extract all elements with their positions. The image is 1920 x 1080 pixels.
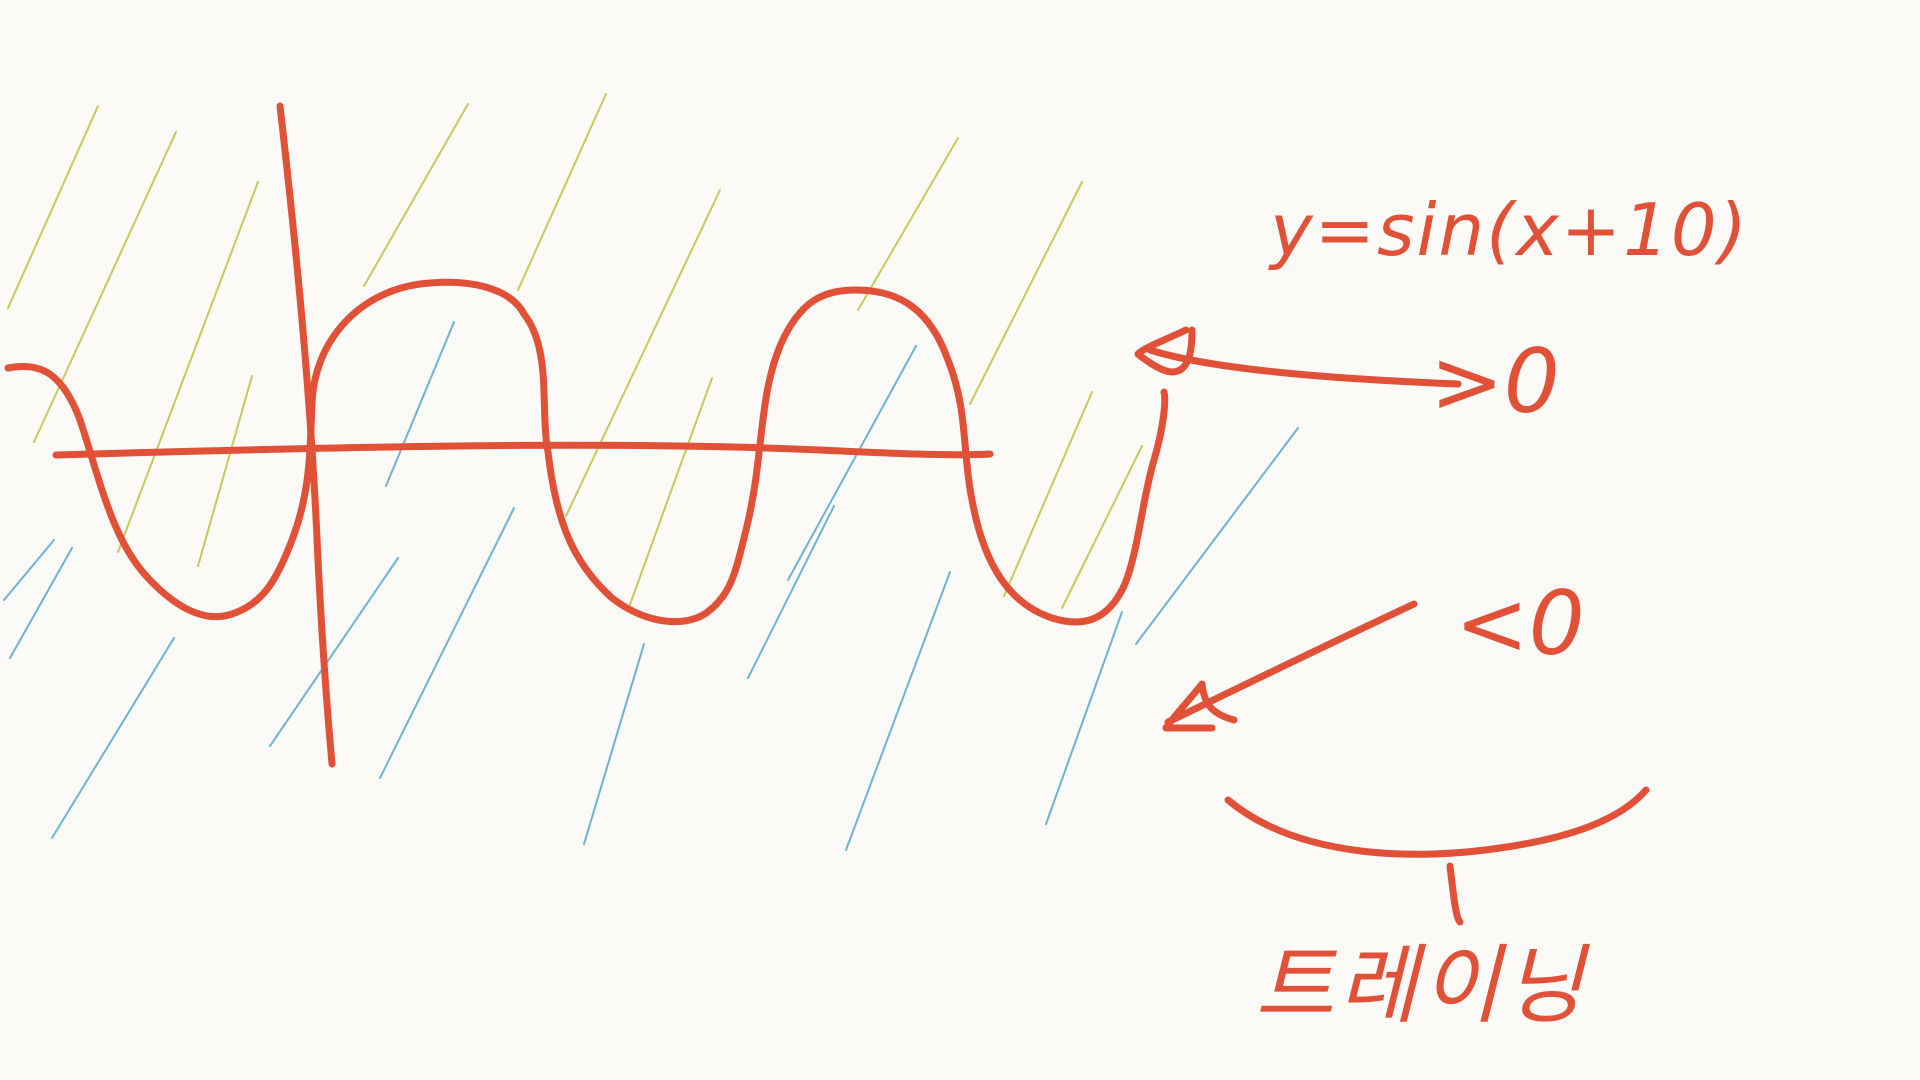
yellow-hatch-line xyxy=(627,377,713,611)
korean-note-label: 트레이닝 xyxy=(1255,936,1588,1036)
yellow-hatch-line xyxy=(565,189,721,517)
arrow-positive-head xyxy=(1134,326,1196,376)
blue-hatch-line xyxy=(1135,427,1299,645)
brace-connector xyxy=(1446,862,1464,926)
blue-hatch-line xyxy=(583,643,645,845)
less-than-zero-label: <0 xyxy=(1455,572,1585,675)
yellow-hatch-line xyxy=(7,105,99,309)
arrow-negative-shaft xyxy=(1164,600,1418,726)
red-ink-strokes xyxy=(4,102,1650,926)
greater-than-zero-label: >0 xyxy=(1430,330,1560,433)
yellow-hatch-line xyxy=(857,137,959,311)
blue-hatch-line xyxy=(747,505,835,679)
yellow-hatch-line xyxy=(363,103,469,287)
yellow-hatch-line xyxy=(517,93,607,291)
yellow-hatch-line xyxy=(969,181,1083,405)
grouping-brace xyxy=(1224,786,1650,858)
blue-hatch-line xyxy=(9,547,73,659)
blue-hatch-line xyxy=(787,345,917,581)
sine-curve xyxy=(4,278,1169,626)
blue-hatch-line xyxy=(3,539,55,601)
yellow-hatch-line xyxy=(1003,391,1093,597)
yellow-hatch-line xyxy=(1061,445,1143,609)
yellow-hatching xyxy=(7,93,1143,611)
yellow-hatch-line xyxy=(117,181,259,553)
arrow-positive-shaft xyxy=(1146,346,1462,388)
blue-hatch-line xyxy=(51,637,175,839)
blue-hatch-line xyxy=(845,571,951,851)
yellow-hatch-line xyxy=(33,131,177,443)
blue-hatch-line xyxy=(1045,611,1123,825)
blue-hatch-line xyxy=(269,557,399,747)
yellow-hatch-line xyxy=(197,375,253,567)
blue-hatch-line xyxy=(385,321,455,487)
blue-hatching xyxy=(3,321,1299,851)
x-axis xyxy=(52,441,994,459)
y-axis xyxy=(276,102,336,768)
arrow-negative-head xyxy=(1162,680,1238,732)
blue-hatch-line xyxy=(379,507,515,779)
equation-label: y=sin(x+10) xyxy=(1270,188,1749,272)
